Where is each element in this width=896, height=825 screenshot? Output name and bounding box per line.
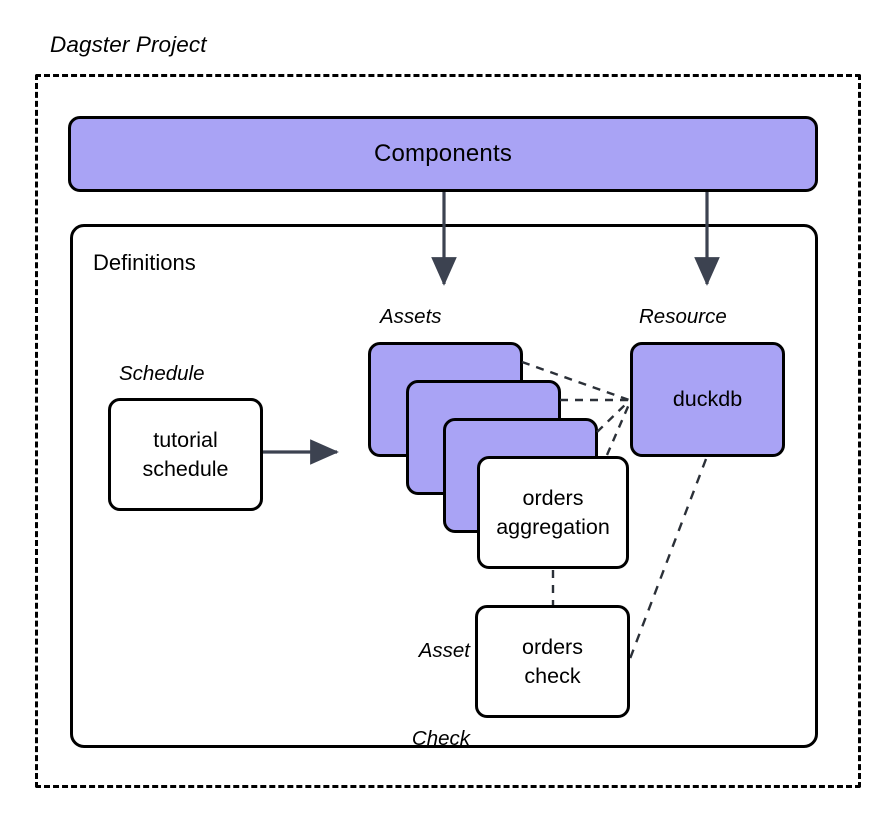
group-label-asset-check-line1: Asset [418, 639, 470, 663]
group-label-resource: Resource [639, 305, 727, 328]
node-duckdb[interactable]: duckdb [630, 342, 785, 457]
group-label-asset-check-line2: Check [411, 726, 470, 750]
edge-duckdb-orders-check [626, 458, 708, 665]
group-label-schedule: Schedule [119, 362, 205, 385]
edge-asset3-duckdb [596, 400, 630, 433]
node-tutorial-schedule-line1: tutorial [153, 428, 218, 453]
page-title: Dagster Project [50, 32, 207, 57]
node-tutorial-schedule[interactable]: tutorial schedule [108, 398, 263, 511]
node-orders-check-line2: check [524, 663, 581, 688]
node-orders-aggregation-line1: orders [522, 486, 584, 511]
label-definitions: Definitions [93, 250, 196, 275]
container-dagster-project [35, 74, 861, 788]
group-label-asset-check: Asset Check [382, 578, 470, 811]
node-orders-check[interactable]: orders check [475, 605, 630, 718]
node-orders-aggregation[interactable]: orders aggregation [477, 456, 629, 569]
edge-orders-aggregation-duckdb [605, 401, 632, 456]
node-orders-check-line1: orders [522, 635, 583, 660]
node-components[interactable]: Components [68, 116, 818, 192]
edge-asset1-duckdb [521, 360, 630, 402]
group-label-assets: Assets [380, 305, 442, 328]
node-orders-aggregation-line2: aggregation [496, 514, 610, 539]
node-tutorial-schedule-line2: schedule [142, 456, 229, 481]
